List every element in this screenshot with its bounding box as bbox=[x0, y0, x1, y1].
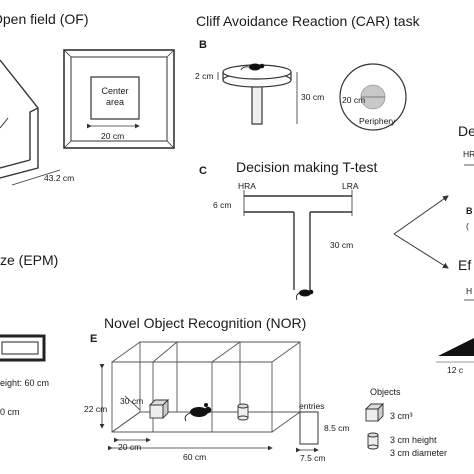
t-maze-mouse bbox=[295, 289, 314, 301]
nor-dimension-lines bbox=[99, 364, 273, 451]
of-top-view bbox=[63, 49, 175, 149]
car-periphery: Periphery bbox=[359, 116, 396, 126]
nor-dim-compartment: 20 cm bbox=[118, 442, 142, 452]
decision-title: Decision making T-test bbox=[236, 159, 378, 175]
decision-dim-arm: 30 cm bbox=[330, 240, 354, 250]
of-dim-outer: 43.2 cm bbox=[44, 173, 75, 183]
nor-cyl-diameter: 3 cm diameter bbox=[390, 448, 448, 458]
car-dim-pole: 30 cm bbox=[301, 92, 325, 102]
epm-arm bbox=[0, 334, 46, 362]
nor-cylinder bbox=[237, 403, 249, 421]
decision-panel-letter: C bbox=[199, 165, 207, 177]
nor-entry-height: 8.5 cm bbox=[324, 423, 350, 433]
right-edge-h: H bbox=[466, 286, 473, 296]
car-dim-center: 20 cm bbox=[342, 95, 366, 105]
right-edge-b: B bbox=[466, 206, 473, 216]
nor-entry-width: 7.5 cm bbox=[300, 453, 326, 463]
nor-cyl-height: 3 cm height bbox=[390, 435, 437, 445]
car-title: Cliff Avoidance Reaction (CAR) task bbox=[196, 13, 420, 29]
car-dim-height: 2 cm bbox=[195, 71, 214, 81]
arrows-right bbox=[393, 195, 449, 269]
car-mouse bbox=[240, 63, 265, 71]
epm-dim: 0 cm bbox=[0, 407, 20, 417]
right-edge-paren: ( bbox=[466, 221, 469, 231]
nor-dim-height: 30 cm bbox=[120, 396, 144, 406]
objects-legend-cube bbox=[364, 402, 385, 423]
nor-dim-length: 60 cm bbox=[183, 452, 207, 462]
of-title: Open field (OF) bbox=[0, 11, 89, 27]
decision-lra: LRA bbox=[342, 181, 359, 191]
epm-title: ze (EPM) bbox=[0, 252, 59, 268]
car-top-view bbox=[339, 63, 407, 131]
right-edge-hr: HR bbox=[463, 149, 474, 159]
of-center-area-label: Center area bbox=[97, 86, 133, 108]
nor-cube-volume: 3 cm³ bbox=[390, 411, 413, 421]
nor-dim-depth: 22 cm bbox=[84, 404, 108, 414]
right-edge-de: De bbox=[458, 123, 474, 139]
car-panel-letter: B bbox=[199, 39, 207, 51]
decision-hra: HRA bbox=[238, 181, 256, 191]
objects-legend-cylinder bbox=[367, 432, 379, 450]
nor-mouse bbox=[184, 403, 212, 422]
nor-entry-door bbox=[296, 411, 319, 453]
of-dim-inner: 20 cm bbox=[101, 131, 125, 141]
right-edge-ef: Ef bbox=[458, 257, 472, 273]
nor-entries: entries bbox=[299, 401, 325, 411]
right-edge-12c: 12 c bbox=[447, 365, 464, 375]
of-box-3d bbox=[0, 59, 61, 186]
nor-title: Novel Object Recognition (NOR) bbox=[104, 315, 307, 331]
decision-dim-width: 6 cm bbox=[213, 200, 232, 210]
nor-panel-letter: E bbox=[90, 333, 98, 345]
nor-objects-title: Objects bbox=[370, 387, 401, 397]
of-center-area-text: Center area bbox=[101, 86, 129, 107]
nor-cube bbox=[148, 398, 170, 420]
nor-box bbox=[111, 341, 301, 433]
t-maze bbox=[243, 190, 353, 290]
epm-height: eight: 60 cm bbox=[0, 378, 50, 388]
car-platform bbox=[217, 64, 298, 125]
right-edge-fragments bbox=[436, 164, 474, 363]
